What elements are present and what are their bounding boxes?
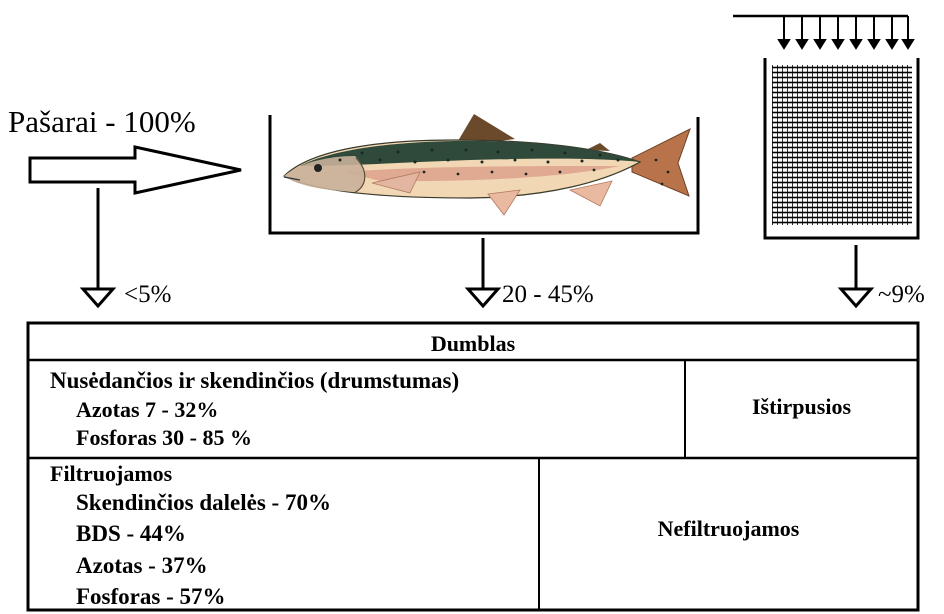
filter-sludge-percent: ~9%: [878, 281, 925, 308]
settling-title: Nusėdančios ir skendinčios (drumstumas): [50, 368, 460, 393]
feed-loss-percent: <5%: [124, 281, 172, 308]
table-header: Dumblas: [430, 331, 516, 356]
feed-arrow-icon: [28, 145, 242, 195]
feed-loss-arrow-icon: [79, 188, 117, 309]
fish-tank: [268, 115, 700, 235]
tank-sludge-percent: 20 - 45%: [502, 281, 594, 308]
trout-icon: [282, 114, 691, 216]
settling-item: Fosforas 30 - 85 %: [76, 425, 252, 450]
filterable-item: BDS - 44%: [76, 521, 186, 546]
filter-sludge-arrow-icon: [837, 245, 875, 309]
tank-sludge-arrow-icon: [464, 238, 502, 309]
filterable-title: Filtruojamos: [50, 461, 173, 486]
dissolved-cell: Ištirpusios: [751, 394, 852, 419]
feed-label: Pašarai - 100%: [8, 104, 196, 139]
nonfilterable-cell: Nefiltruojamos: [657, 516, 800, 541]
sludge-table: [26, 321, 920, 612]
settling-item: Azotas 7 - 32%: [76, 397, 219, 422]
filterable-item: Azotas - 37%: [76, 553, 208, 578]
filterable-item: Skendinčios dalelės - 70%: [76, 490, 331, 515]
filterable-item: Fosforas - 57%: [76, 584, 226, 609]
filter-drum-icon: [733, 14, 920, 240]
